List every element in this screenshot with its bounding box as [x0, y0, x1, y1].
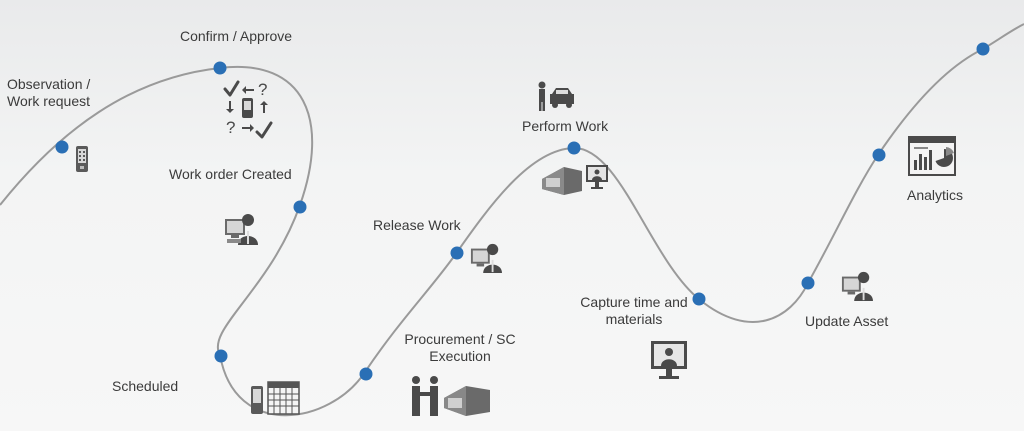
label-procurement: Procurement / SC Execution: [404, 331, 516, 364]
node-analytics[interactable]: [872, 148, 886, 162]
label-perform: Perform Work: [522, 118, 609, 134]
node-observation[interactable]: [55, 140, 69, 154]
node-scheduled[interactable]: [214, 349, 228, 363]
monitor-user-icon: [651, 341, 687, 379]
handshake-warehouse-icon: [412, 376, 490, 416]
svg-text:?: ?: [258, 80, 267, 99]
user-at-computer-icon: [470, 243, 502, 274]
node-procurement[interactable]: [359, 367, 373, 381]
analytics-dashboard-icon: [908, 136, 956, 176]
approval-matrix-icon: ? ?: [223, 80, 273, 139]
mobile-device-icon: [76, 146, 88, 172]
node-work-order[interactable]: [293, 200, 307, 214]
svg-text:?: ?: [226, 118, 235, 137]
mobile-and-calendar-icon: [251, 381, 300, 415]
stage-nodes: [55, 42, 990, 381]
label-capture: Capture time and materials: [580, 294, 688, 327]
node-update[interactable]: [801, 276, 815, 290]
label-observation: Observation / Work request: [7, 76, 91, 109]
label-scheduled: Scheduled: [112, 378, 179, 394]
label-update: Update Asset: [805, 313, 889, 329]
node-release[interactable]: [450, 246, 464, 260]
label-analytics: Analytics: [907, 187, 964, 203]
label-work-order: Work order Created: [169, 166, 292, 182]
node-perform[interactable]: [567, 141, 581, 155]
label-confirm: Confirm / Approve: [180, 28, 293, 44]
worker-vehicle-icon: [538, 81, 574, 111]
node-confirm[interactable]: [213, 61, 227, 75]
label-release: Release Work: [373, 217, 461, 233]
warehouse-monitor-icon: [542, 165, 608, 195]
node-capture[interactable]: [692, 292, 706, 306]
node-end[interactable]: [976, 42, 990, 56]
user-at-computer-icon: [841, 271, 873, 302]
user-at-computer-icon: [225, 214, 258, 245]
